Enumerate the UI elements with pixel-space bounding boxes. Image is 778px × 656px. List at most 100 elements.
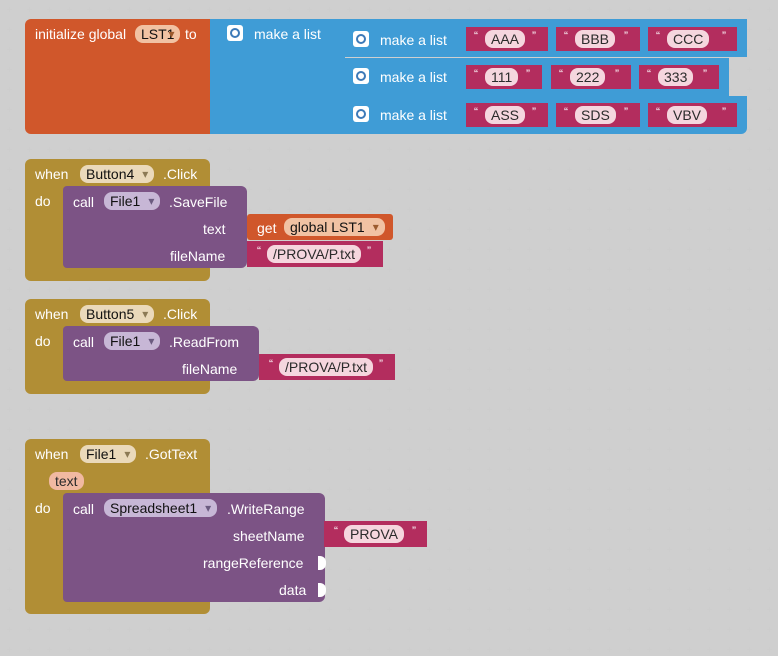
open-quote-icon: “: [269, 357, 273, 371]
outer-make-list-block[interactable]: make a list: [210, 19, 345, 134]
to-label: to: [185, 26, 197, 42]
text-value[interactable]: BBB: [575, 30, 616, 48]
make-list-row-1[interactable]: make a list “ AAA ” “ BBB ” “ CCC ”: [343, 19, 747, 57]
component-dropdown[interactable]: Button4: [80, 165, 155, 183]
event-name: .GotText: [145, 446, 198, 462]
open-quote-icon: “: [559, 67, 563, 81]
text-value[interactable]: SDS: [575, 106, 616, 124]
empty-socket-range[interactable]: [318, 556, 326, 570]
text-value[interactable]: AAA: [485, 30, 526, 48]
variable-name-field[interactable]: LST1: [135, 25, 181, 43]
mutator-gear-icon[interactable]: [353, 31, 369, 47]
close-quote-icon: ”: [532, 105, 536, 119]
call-label: call: [73, 334, 95, 350]
close-quote-icon: ”: [379, 357, 383, 371]
param-label-filename: fileName: [182, 361, 238, 377]
make-list-row-3[interactable]: make a list “ ASS ” “ SDS ” “ VBV ”: [343, 96, 747, 134]
text-value[interactable]: PROVA: [344, 525, 404, 543]
close-quote-icon: ”: [412, 524, 416, 538]
text-block[interactable]: “ 222 ”: [551, 65, 631, 89]
text-block[interactable]: “ /PROVA/P.txt ”: [247, 241, 383, 267]
text-block[interactable]: “ PROVA ”: [324, 521, 427, 547]
initialize-global-label: initialize global: [35, 26, 127, 42]
close-quote-icon: ”: [624, 29, 628, 43]
when-label: when: [35, 166, 69, 182]
do-label: do: [35, 500, 51, 516]
event-param-text[interactable]: text: [49, 472, 84, 490]
param-label-data: data: [279, 582, 307, 598]
do-label: do: [35, 193, 51, 209]
make-list-label: make a list: [380, 32, 447, 48]
open-quote-icon: “: [474, 29, 478, 43]
param-label-filename: fileName: [170, 248, 226, 264]
close-quote-icon: ”: [532, 29, 536, 43]
mutator-gear-icon[interactable]: [353, 106, 369, 122]
text-block[interactable]: “ 333 ”: [639, 65, 719, 89]
close-quote-icon: ”: [526, 67, 530, 81]
do-label: do: [35, 333, 51, 349]
when-label: when: [35, 446, 69, 462]
component-dropdown[interactable]: Button5: [80, 305, 155, 323]
text-block[interactable]: “ /PROVA/P.txt ”: [259, 354, 395, 380]
open-quote-icon: “: [656, 29, 660, 43]
text-block[interactable]: “ SDS ”: [556, 103, 640, 127]
open-quote-icon: “: [257, 244, 261, 258]
text-block[interactable]: “ BBB ”: [556, 27, 640, 51]
text-block[interactable]: “ ASS ”: [466, 103, 548, 127]
method-name: .ReadFrom: [169, 334, 240, 350]
close-quote-icon: ”: [624, 105, 628, 119]
param-label-text: text: [203, 221, 226, 237]
component-dropdown[interactable]: File1: [80, 445, 137, 463]
mutator-gear-icon[interactable]: [353, 68, 369, 84]
text-value[interactable]: 222: [570, 68, 606, 86]
call-file1-readfrom[interactable]: call File1 .ReadFrom fileName: [63, 326, 259, 381]
make-list-label: make a list: [254, 26, 321, 42]
call-file1-savefile[interactable]: call File1 .SaveFile text fileName: [63, 186, 247, 268]
method-name: .SaveFile: [169, 194, 228, 210]
open-quote-icon: “: [474, 105, 478, 119]
open-quote-icon: “: [474, 67, 478, 81]
call-spreadsheet1-writerange[interactable]: call Spreadsheet1 .WriteRange sheetName …: [63, 493, 326, 602]
mutator-gear-icon[interactable]: [227, 25, 243, 41]
open-quote-icon: “: [656, 105, 660, 119]
open-quote-icon: “: [564, 105, 568, 119]
close-quote-icon: ”: [703, 67, 707, 81]
close-quote-icon: ”: [722, 29, 726, 43]
component-dropdown[interactable]: File1: [104, 332, 161, 350]
open-quote-icon: “: [334, 524, 338, 538]
param-label-sheetname: sheetName: [233, 528, 305, 544]
get-variable-block[interactable]: get global LST1: [247, 214, 393, 240]
text-value[interactable]: ASS: [485, 106, 526, 124]
when-label: when: [35, 306, 69, 322]
event-name: .Click: [163, 166, 198, 182]
variable-dropdown[interactable]: global LST1: [284, 218, 385, 236]
empty-socket-data[interactable]: [318, 583, 326, 597]
close-quote-icon: ”: [722, 105, 726, 119]
text-block[interactable]: “ CCC ”: [648, 27, 737, 51]
get-label: get: [257, 220, 277, 236]
call-label: call: [73, 194, 95, 210]
initialize-global-block[interactable]: initialize global LST1 to: [25, 19, 219, 134]
component-dropdown[interactable]: File1: [104, 192, 161, 210]
event-name: .Click: [163, 306, 198, 322]
text-value[interactable]: 111: [485, 68, 519, 86]
text-block[interactable]: “ AAA ”: [466, 27, 548, 51]
close-quote-icon: ”: [367, 244, 371, 258]
open-quote-icon: “: [647, 67, 651, 81]
text-value[interactable]: /PROVA/P.txt: [279, 358, 373, 376]
text-value[interactable]: 333: [658, 68, 694, 86]
open-quote-icon: “: [564, 29, 568, 43]
text-value[interactable]: /PROVA/P.txt: [267, 245, 361, 263]
text-block[interactable]: “ 111 ”: [466, 65, 542, 89]
text-value[interactable]: CCC: [667, 30, 710, 48]
call-label: call: [73, 501, 95, 517]
text-value[interactable]: VBV: [667, 106, 708, 124]
make-list-row-2[interactable]: make a list “ 111 ” “ 222 ” “ 333 ”: [343, 58, 729, 96]
make-list-label: make a list: [380, 69, 447, 85]
close-quote-icon: ”: [615, 67, 619, 81]
method-name: .WriteRange: [227, 501, 305, 517]
make-list-label: make a list: [380, 107, 447, 123]
param-label-rangereference: rangeReference: [203, 555, 304, 571]
text-block[interactable]: “ VBV ”: [648, 103, 737, 127]
component-dropdown[interactable]: Spreadsheet1: [104, 499, 218, 517]
